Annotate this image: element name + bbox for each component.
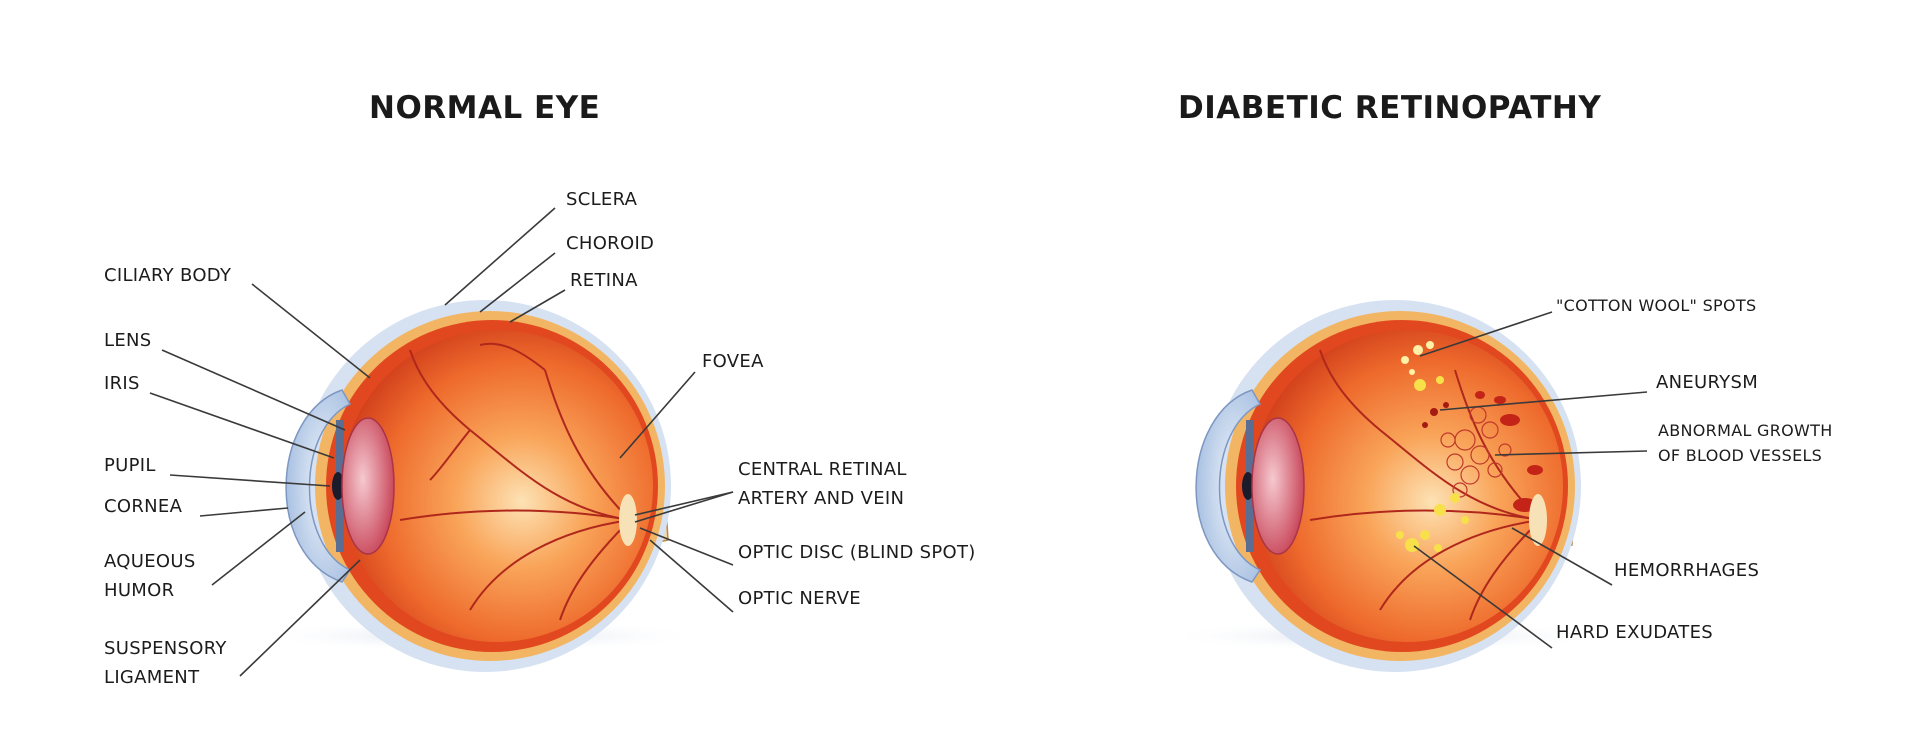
leader-ciliary-body <box>252 284 370 378</box>
retinopathy-lens <box>1252 418 1304 554</box>
label-suspensory-line2: LIGAMENT <box>104 664 199 692</box>
label-pupil: PUPIL <box>104 452 156 480</box>
normal-optic-disc <box>619 494 637 546</box>
normal-lens <box>342 418 394 554</box>
retinopathy-optic-disc <box>1529 494 1547 546</box>
leader-sclera <box>445 208 555 305</box>
leader-lens <box>162 350 345 430</box>
label-aqueous-line1: AQUEOUS <box>104 548 196 576</box>
label-optic-nerve: OPTIC NERVE <box>738 585 861 613</box>
label-optic-disc: OPTIC DISC (BLIND SPOT) <box>738 539 976 567</box>
label-abnormal-growth-line2: OF BLOOD VESSELS <box>1658 443 1822 469</box>
label-abnormal-growth-line1: ABNORMAL GROWTH <box>1658 418 1833 444</box>
leader-optic-nerve <box>650 540 733 612</box>
label-choroid: CHOROID <box>566 230 654 258</box>
label-cotton-wool-spots: "COTTON WOOL" SPOTS <box>1556 293 1756 319</box>
label-cornea: CORNEA <box>104 493 182 521</box>
normal-eye-title: NORMAL EYE <box>369 90 600 126</box>
label-lens: LENS <box>104 327 152 355</box>
label-sclera: SCLERA <box>566 186 637 214</box>
label-ciliary-body: CILIARY BODY <box>104 262 231 290</box>
label-suspensory-line1: SUSPENSORY <box>104 635 227 663</box>
retinopathy-title: DIABETIC RETINOPATHY <box>1178 90 1601 126</box>
retinopathy-eye <box>1165 300 1605 672</box>
leader-aqueous <box>212 512 305 585</box>
leader-suspensory <box>240 560 360 676</box>
label-aneurysm: ANEURYSM <box>1656 369 1758 397</box>
label-fovea: FOVEA <box>702 348 764 376</box>
label-central-retinal-line2: ARTERY AND VEIN <box>738 485 904 513</box>
label-iris: IRIS <box>104 370 140 398</box>
label-central-retinal-line1: CENTRAL RETINAL <box>738 456 907 484</box>
label-aqueous-line2: HUMOR <box>104 577 174 605</box>
label-retina: RETINA <box>570 267 638 295</box>
label-hemorrhages: HEMORRHAGES <box>1614 557 1759 585</box>
label-hard-exudates: HARD EXUDATES <box>1556 619 1713 647</box>
leader-cornea <box>200 508 288 516</box>
